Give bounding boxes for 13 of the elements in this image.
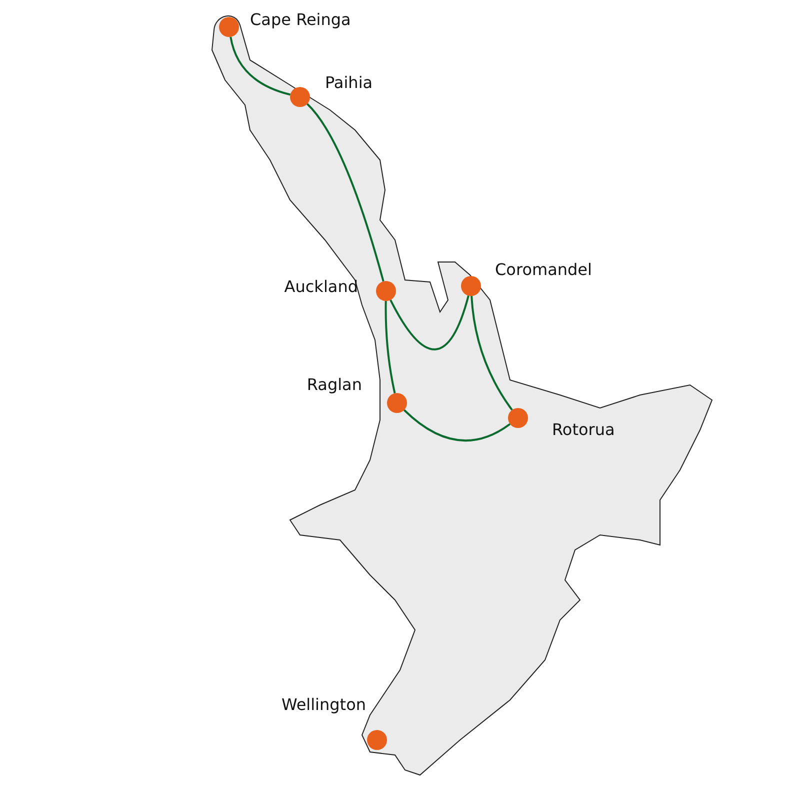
route-line	[230, 36, 291, 96]
route-line	[403, 409, 511, 442]
place-name: Cape Reinga	[250, 10, 351, 30]
place-name: Rotorua	[552, 420, 615, 440]
route-line	[384, 301, 396, 394]
route-line	[306, 103, 384, 282]
route-line	[390, 295, 470, 350]
place-name: Paihia	[325, 73, 373, 93]
route-line	[470, 296, 513, 411]
place-name: Coromandel	[495, 260, 592, 280]
place-name: Auckland	[284, 277, 358, 297]
place-name: Wellington	[281, 695, 366, 715]
place-name: Raglan	[306, 375, 362, 395]
